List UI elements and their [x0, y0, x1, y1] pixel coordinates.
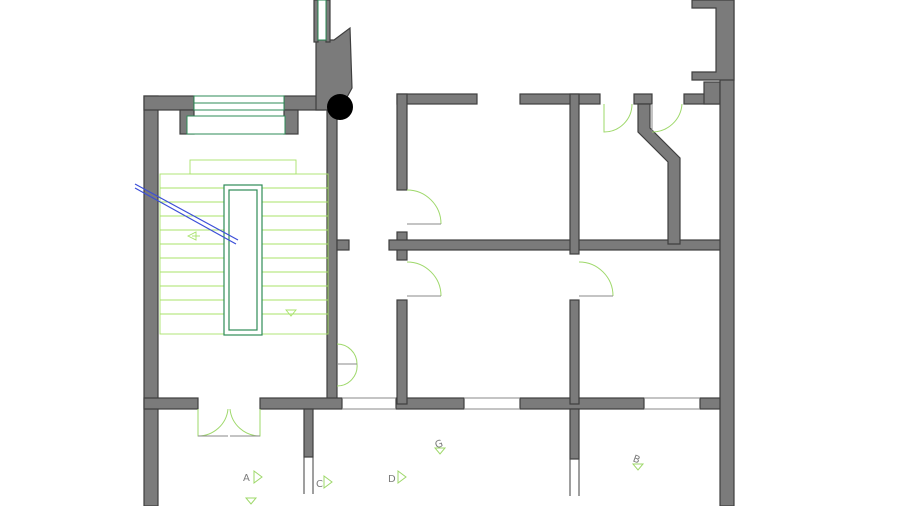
wall-east-exterior	[719, 0, 735, 506]
door-ground-double-b	[229, 408, 261, 437]
door-ground-double	[197, 408, 229, 437]
wall-south-left	[143, 397, 199, 410]
svg-text:C: C	[316, 479, 323, 490]
wall-lower-c-post	[303, 408, 314, 458]
wall-chimney-block	[315, 26, 353, 111]
wall-room2-top	[519, 93, 601, 105]
door-room2-low	[578, 261, 614, 297]
wall-room2-divider-low	[569, 299, 580, 405]
section-cut-line	[134, 183, 239, 245]
svg-text:G: G	[434, 438, 445, 451]
north-marker-dot	[327, 94, 353, 120]
door-stair-east	[336, 343, 358, 387]
window-stair-inner	[186, 115, 286, 135]
wall-lower-mid-post	[569, 408, 580, 460]
wall-mid-corridor-stub	[336, 239, 350, 251]
wall-room3-east-step-v	[703, 81, 721, 105]
door-top-right-a	[603, 103, 633, 133]
wall-south-mid	[259, 397, 343, 410]
wall-south-e	[699, 397, 723, 410]
wall-room3-top-a	[633, 93, 653, 105]
room-label-g: G	[434, 438, 447, 455]
room-label-b: B	[631, 454, 645, 471]
wall-chimney-shaft-2	[325, 0, 331, 43]
wall-angled-flue	[637, 103, 681, 245]
door-room1-west	[406, 189, 442, 225]
wall-window-jamb-right	[283, 109, 299, 135]
svg-text:A: A	[243, 473, 250, 484]
svg-text:B: B	[631, 454, 641, 467]
wall-room1-west-low	[396, 299, 408, 405]
wall-south-c	[395, 397, 465, 410]
window-chimney-vent	[317, 0, 327, 41]
wall-south-d	[519, 397, 645, 410]
room-label-c: C	[316, 475, 333, 490]
wall-east-top-offset	[691, 0, 735, 81]
door-top-right-b	[651, 103, 683, 133]
walls	[143, 0, 735, 506]
wall-chimney-shaft	[313, 0, 319, 43]
stair-treads-left	[160, 187, 224, 315]
door-room1-low	[406, 261, 442, 297]
staircase	[159, 159, 329, 336]
wall-room2-divider-top	[569, 93, 580, 255]
room-labels: A C D G B	[243, 438, 645, 505]
doors	[197, 103, 683, 437]
wall-stair-east	[326, 95, 338, 409]
stair-treads-right	[262, 187, 328, 315]
wall-room1-west-top	[396, 93, 408, 191]
wall-west-stair	[143, 95, 159, 506]
room-label-a: A	[243, 470, 263, 505]
wall-stair-top-left	[143, 95, 195, 111]
svg-text:D: D	[388, 474, 396, 485]
room-label-d: D	[388, 470, 407, 485]
windows	[186, 0, 700, 410]
wall-room1-top	[396, 93, 478, 105]
